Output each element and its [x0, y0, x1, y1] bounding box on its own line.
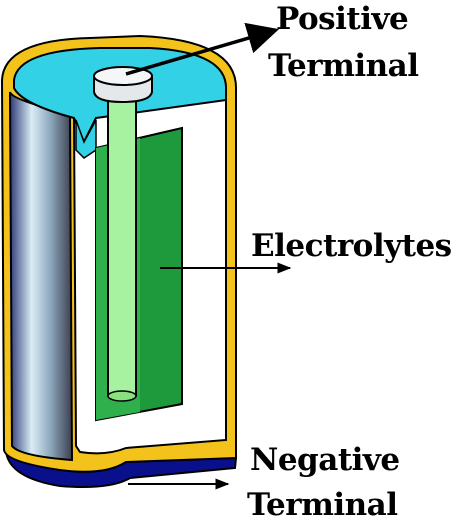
- carbon-rod: [107, 95, 137, 401]
- carbon-rod-bottom: [107, 390, 137, 402]
- battery-casing-side: [9, 91, 74, 462]
- negative-terminal-label-line2: Terminal: [247, 487, 398, 523]
- positive-terminal-arrow: [125, 22, 280, 76]
- negative-terminal-label-line1: Negative: [250, 442, 400, 478]
- positive-terminal-label-line2: Terminal: [268, 48, 419, 84]
- positive-terminal-label-line1: Positive: [276, 1, 409, 37]
- electrolytes-label: Electrolytes: [251, 228, 452, 264]
